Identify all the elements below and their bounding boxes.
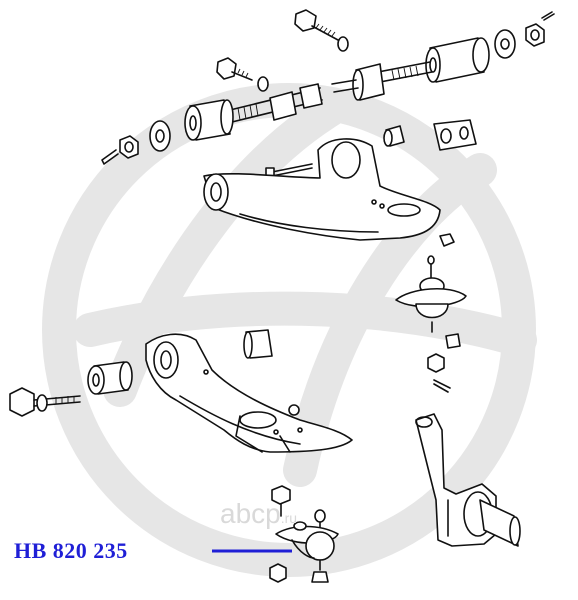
watermark-logo-text: abcp	[220, 498, 281, 529]
watermark-text: abcp.ru	[220, 498, 297, 530]
lower-ball-joint-nut	[269, 563, 287, 583]
part-number-label: HB 820 235	[14, 538, 128, 563]
lower-bump-stop	[243, 329, 273, 359]
upper-left-bushing	[184, 99, 234, 141]
arm-bolt	[265, 163, 313, 179]
upper-left-cotter-pin	[101, 149, 119, 165]
bump-stop-bracket	[433, 119, 477, 151]
lower-ball-joint-bolt	[271, 485, 291, 517]
lower-ball-joint	[275, 509, 339, 583]
upper-shaft	[331, 61, 433, 101]
upper-ball-joint	[395, 233, 467, 349]
upper-left-nut	[119, 135, 139, 159]
small-sleeve	[383, 125, 405, 147]
upper-control-arm	[203, 138, 441, 241]
upper-ball-joint-nut	[427, 353, 445, 373]
middle-bolt	[216, 57, 253, 81]
top-bolt	[294, 9, 339, 41]
upper-left-shaft	[229, 83, 323, 123]
upper-ball-joint-cotter	[433, 379, 451, 393]
upper-right-cotter-pin	[541, 11, 555, 21]
upper-right-washer	[494, 29, 516, 59]
lower-bushing	[87, 361, 133, 395]
upper-left-washer	[149, 120, 171, 152]
lower-long-bolt	[9, 387, 81, 417]
top-washer	[337, 36, 349, 52]
upper-right-nut	[525, 23, 545, 47]
upper-right-bushing	[425, 37, 490, 83]
steering-knuckle	[415, 413, 521, 547]
lower-control-arm	[145, 333, 353, 453]
watermark-domain-suffix: .ru	[280, 510, 298, 526]
middle-washer	[257, 76, 269, 92]
